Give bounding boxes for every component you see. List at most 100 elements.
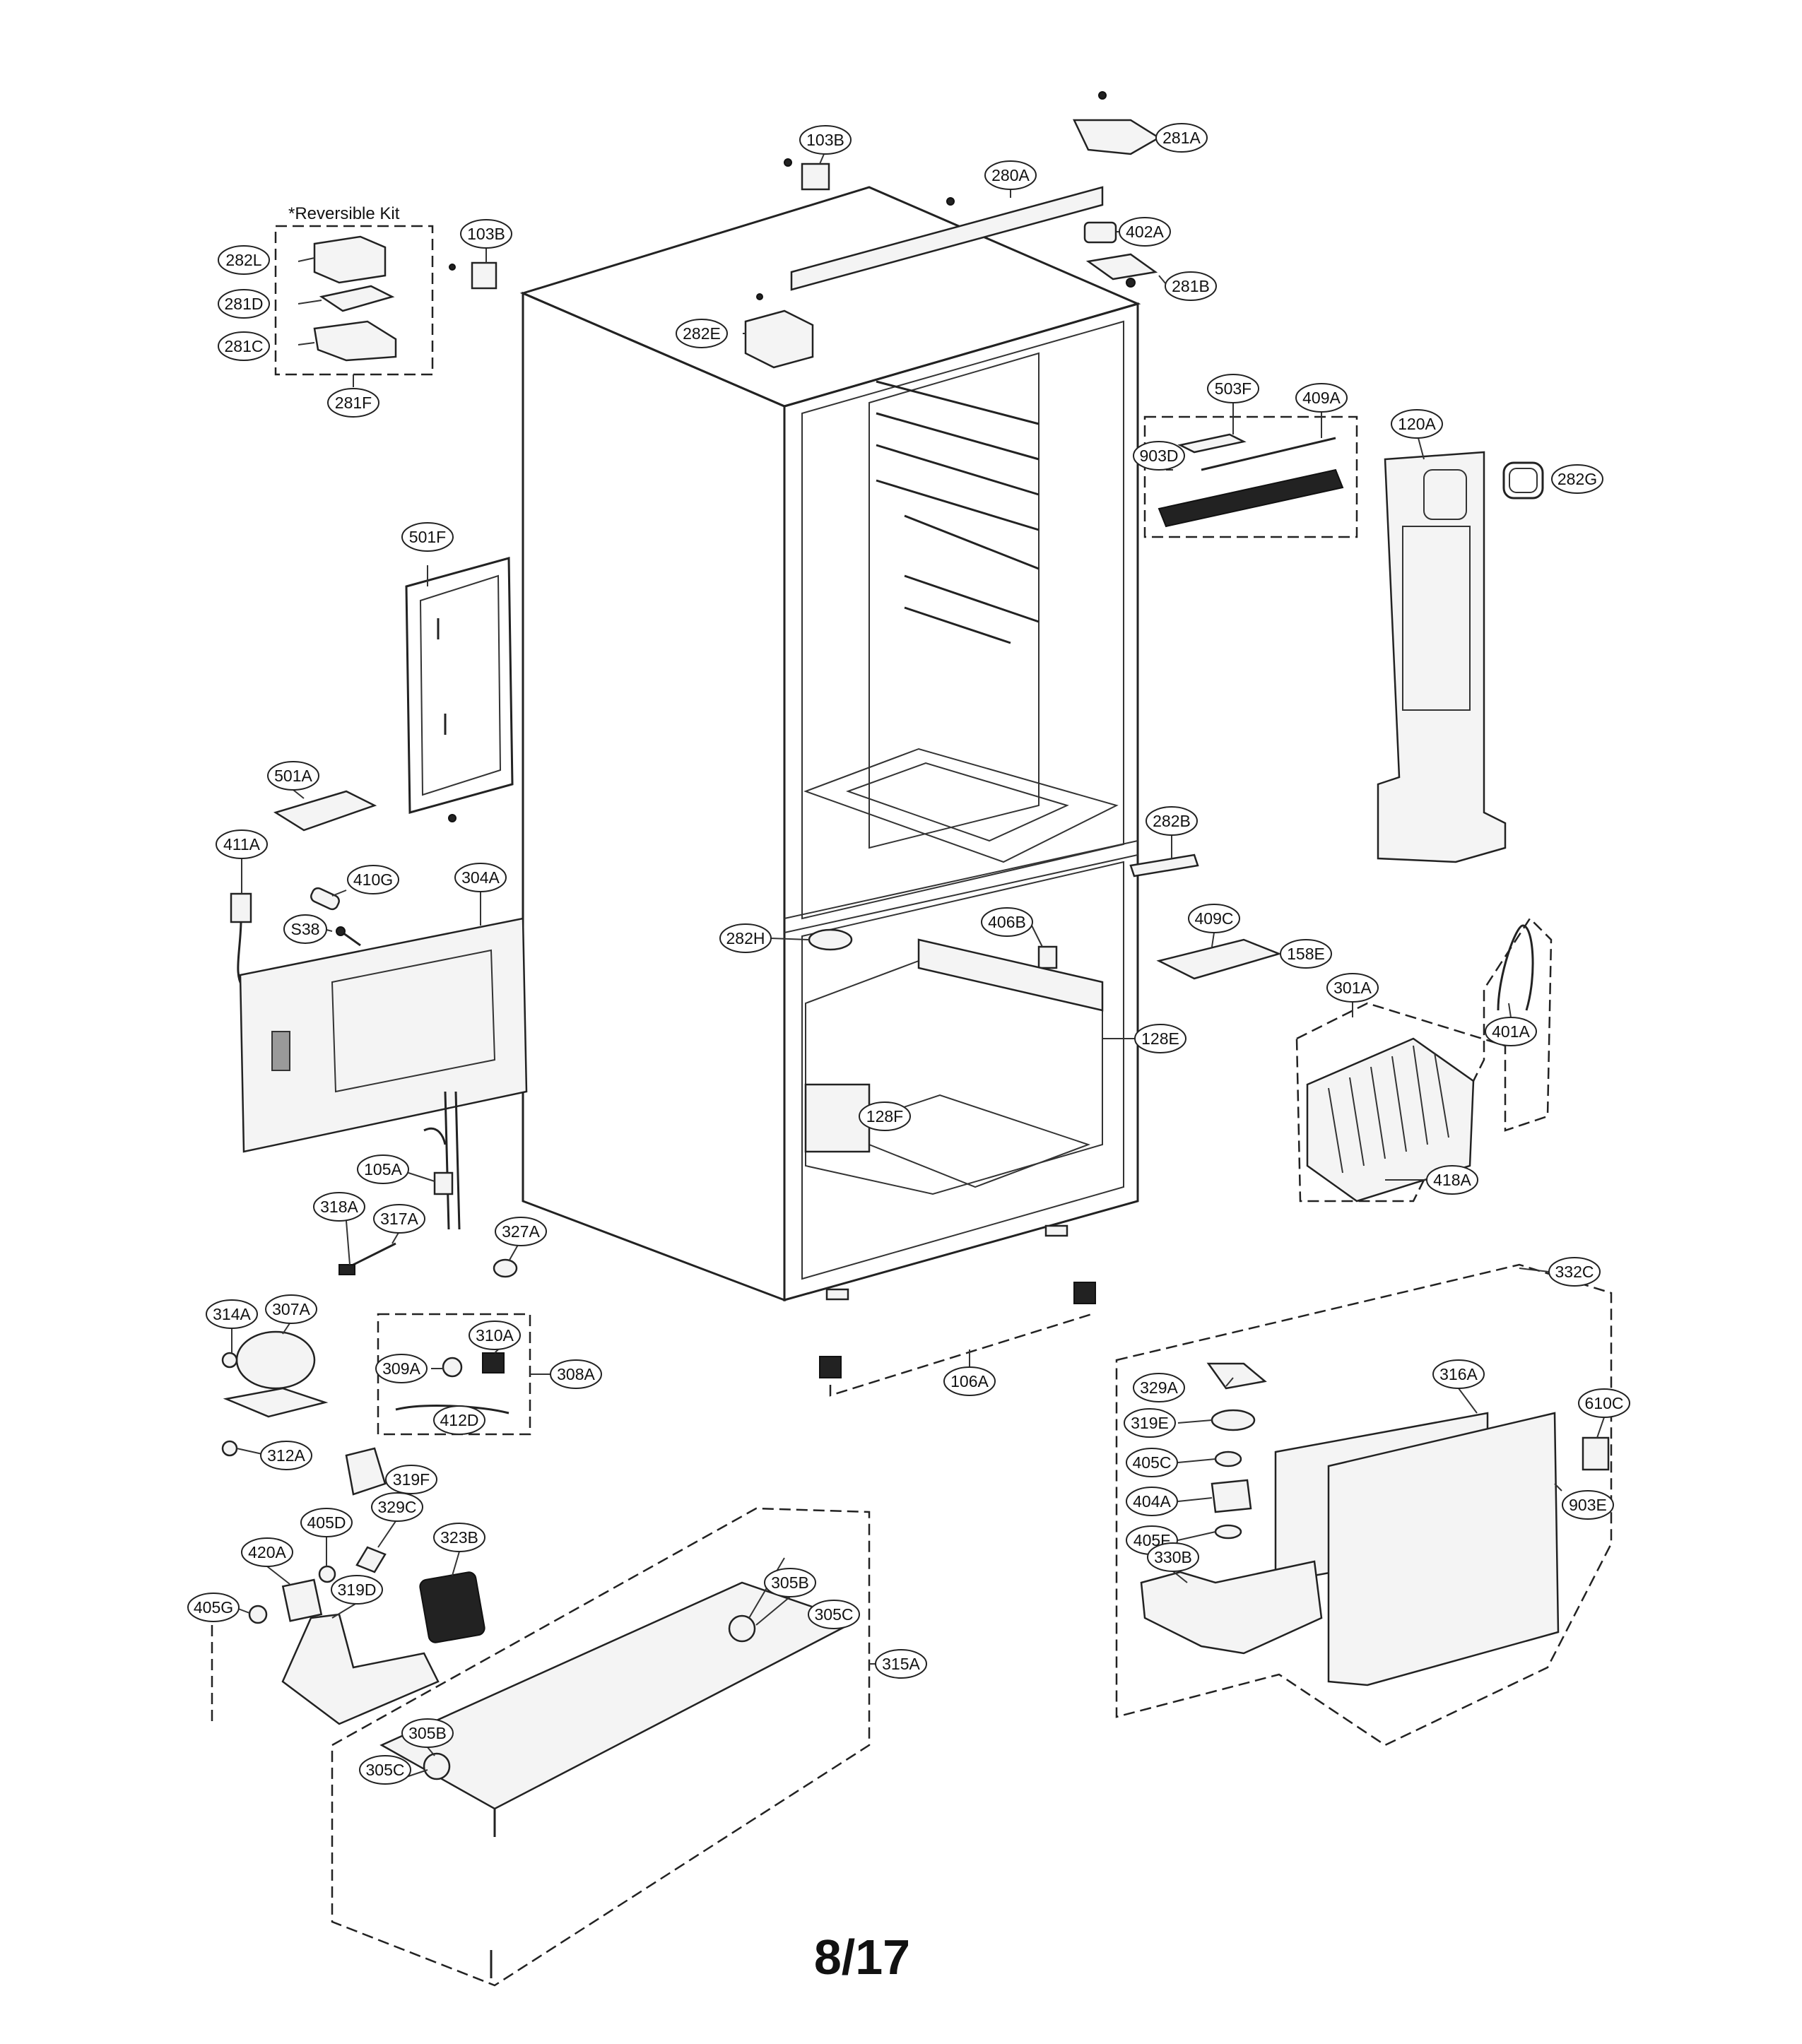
label-301A: 301A [1326,973,1379,1003]
part-group-332C [1115,1263,1613,1747]
label-158E: 158E [1280,939,1332,969]
part-S38-screw [336,926,361,947]
part-319D-shroud [281,1613,440,1725]
label-315A: 315A [875,1649,927,1679]
svg-text:412D: 412D [440,1411,479,1429]
part-409C-lamp-housing [1156,938,1282,980]
label-120A: 120A [1391,409,1443,439]
svg-text:281B: 281B [1172,277,1210,295]
svg-text:405D: 405D [307,1513,346,1532]
part-103B-left [449,261,497,290]
label-312A: 312A [260,1441,312,1470]
svg-text:281A: 281A [1162,129,1201,147]
label-327A: 327A [495,1217,547,1246]
reversible-kit-group [274,225,434,387]
part-410G [310,887,340,911]
svg-text:404A: 404A [1133,1492,1171,1511]
svg-text:405G: 405G [194,1598,233,1617]
svg-text:304A: 304A [461,868,500,887]
label-128E: 128E [1134,1024,1186,1053]
part-501F-frame [405,557,514,814]
label-281B: 281B [1165,271,1217,301]
label-314A: 314A [206,1299,258,1329]
part-282B-bracket [1129,853,1199,878]
label-305B-left: 305B [401,1718,454,1748]
svg-text:128F: 128F [866,1107,903,1126]
label-418A: 418A [1426,1165,1478,1195]
label-330B: 330B [1147,1542,1199,1572]
svg-text:103B: 103B [806,131,844,149]
label-105A: 105A [357,1154,409,1184]
evaporator-fins [1328,1045,1449,1174]
label-409A: 409A [1295,383,1348,413]
label-281D: 281D [218,289,270,319]
svg-text:903D: 903D [1140,447,1179,465]
svg-text:316A: 316A [1439,1365,1478,1383]
part-282H [808,928,853,951]
label-329C: 329C [371,1492,423,1522]
part-330B-shroud [1140,1560,1323,1655]
svg-text:332C: 332C [1555,1263,1594,1281]
label-410G: 410G [347,865,399,894]
svg-text:401A: 401A [1492,1022,1530,1041]
svg-text:281C: 281C [225,337,264,355]
svg-text:106A: 106A [950,1372,989,1390]
label-280A: 280A [984,160,1037,190]
refrigerator-cabinet [519,186,1141,1302]
svg-text:319E: 319E [1131,1414,1169,1432]
label-103B-top: 103B [799,125,852,155]
label-319E: 319E [1124,1408,1176,1438]
svg-text:501A: 501A [274,767,312,785]
label-323B: 323B [433,1523,485,1552]
label-103B-left: 103B [460,219,512,249]
label-409C: 409C [1188,904,1240,933]
svg-text:405C: 405C [1133,1453,1172,1472]
label-411A: 411A [216,829,268,859]
part-105A-tube [423,1091,461,1230]
svg-text:315A: 315A [882,1655,920,1673]
svg-text:411A: 411A [223,835,261,853]
svg-text:418A: 418A [1433,1171,1471,1189]
svg-text:305C: 305C [366,1761,405,1779]
part-406B [1037,945,1058,969]
part-280A-rail [790,186,1104,291]
label-282G: 282G [1551,464,1603,494]
svg-text:282G: 282G [1557,470,1597,488]
svg-text:301A: 301A [1333,979,1372,997]
svg-text:329C: 329C [378,1498,417,1516]
part-307A-compressor [221,1330,329,1457]
part-318A-317A-sensor [338,1242,396,1275]
svg-text:410G: 410G [353,870,393,889]
svg-text:280A: 280A [991,166,1030,184]
label-501A: 501A [267,761,319,791]
part-281A-hinge [1073,91,1161,155]
part-128E-128F-tray [804,938,1104,1153]
svg-text:420A: 420A [248,1543,286,1561]
svg-text:158E: 158E [1287,945,1325,963]
label-309A: 309A [375,1354,428,1383]
reversible-kit-title: *Reversible Kit [288,204,400,223]
label-318A: 318A [313,1192,365,1222]
svg-text:312A: 312A [267,1446,305,1465]
part-405F [1214,1524,1242,1540]
svg-text:903E: 903E [1569,1496,1607,1514]
label-305C-right: 305C [808,1600,860,1629]
label-S38: S38 [283,914,327,944]
label-307A: 307A [265,1294,317,1324]
svg-text:305B: 305B [408,1724,447,1742]
label-903D: 903D [1133,441,1185,471]
label-310A: 310A [469,1321,521,1350]
part-610C [1582,1436,1610,1471]
part-301A-evaporator [1295,917,1553,1203]
part-304A-back-cover [239,917,528,1153]
svg-text:309A: 309A [382,1359,420,1378]
label-412D: 412D [433,1405,485,1435]
svg-text:406B: 406B [988,913,1026,931]
svg-text:305B: 305B [771,1573,809,1592]
part-319E [1211,1409,1256,1431]
label-308A: 308A [550,1359,602,1389]
label-405C: 405C [1126,1448,1178,1477]
svg-text:329A: 329A [1140,1378,1178,1397]
part-402A [1083,221,1117,244]
